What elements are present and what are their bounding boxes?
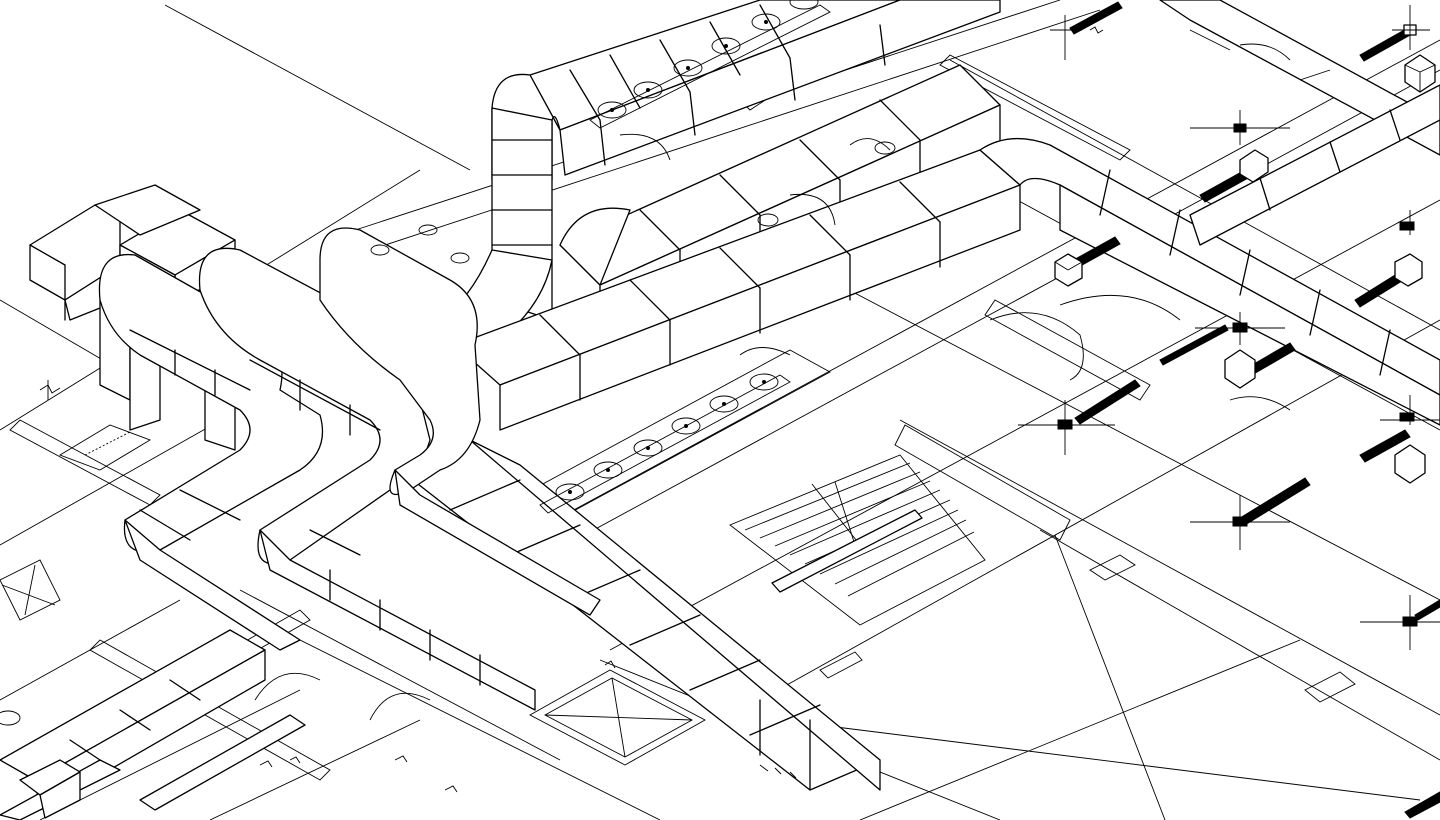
s-bend-ducts (0, 227, 601, 820)
flex-duct-icon (1404, 791, 1440, 819)
round-diffuser-icon (555, 483, 585, 501)
round-diffuser-icon (751, 13, 781, 31)
round-diffuser-icon (789, 0, 819, 10)
flex-duct-icon (1354, 210, 1423, 308)
flex-diffusers (1018, 1, 1440, 819)
door-swings (254, 43, 1291, 721)
round-diffuser-icon (671, 417, 701, 435)
flex-duct-icon (1018, 379, 1141, 455)
flex-duct-icon (1359, 395, 1440, 484)
misc-round-diffusers (0, 141, 896, 726)
flex-duct-icon (1190, 110, 1290, 203)
round-diffuser-icon (633, 439, 663, 457)
access-hatch-icon (529, 669, 706, 766)
round-diffuser-icon (673, 59, 703, 77)
flex-duct-icon (1190, 477, 1311, 550)
round-diffuser-icon (593, 461, 623, 479)
lower-main-duct (454, 149, 1021, 431)
flex-duct-icon (1050, 1, 1123, 60)
right-branch-duct (979, 0, 1440, 426)
detail-marks (39, 29, 1356, 793)
round-diffuser-icon (633, 81, 663, 99)
round-diffuser-icon (597, 101, 627, 119)
flex-duct-icon (1159, 312, 1296, 389)
round-diffuser-icon (709, 395, 739, 413)
supply-grille-row-upper (589, 0, 831, 129)
register-box-icon (1404, 54, 1436, 93)
round-diffuser-icon (749, 373, 779, 391)
staircase (729, 454, 986, 626)
round-diffuser-icon (711, 37, 741, 55)
flex-duct-icon (1054, 236, 1121, 287)
flex-duct-icon (1360, 595, 1440, 650)
supply-grille-row-lower (539, 373, 791, 514)
flex-duct-icon (1359, 5, 1430, 62)
